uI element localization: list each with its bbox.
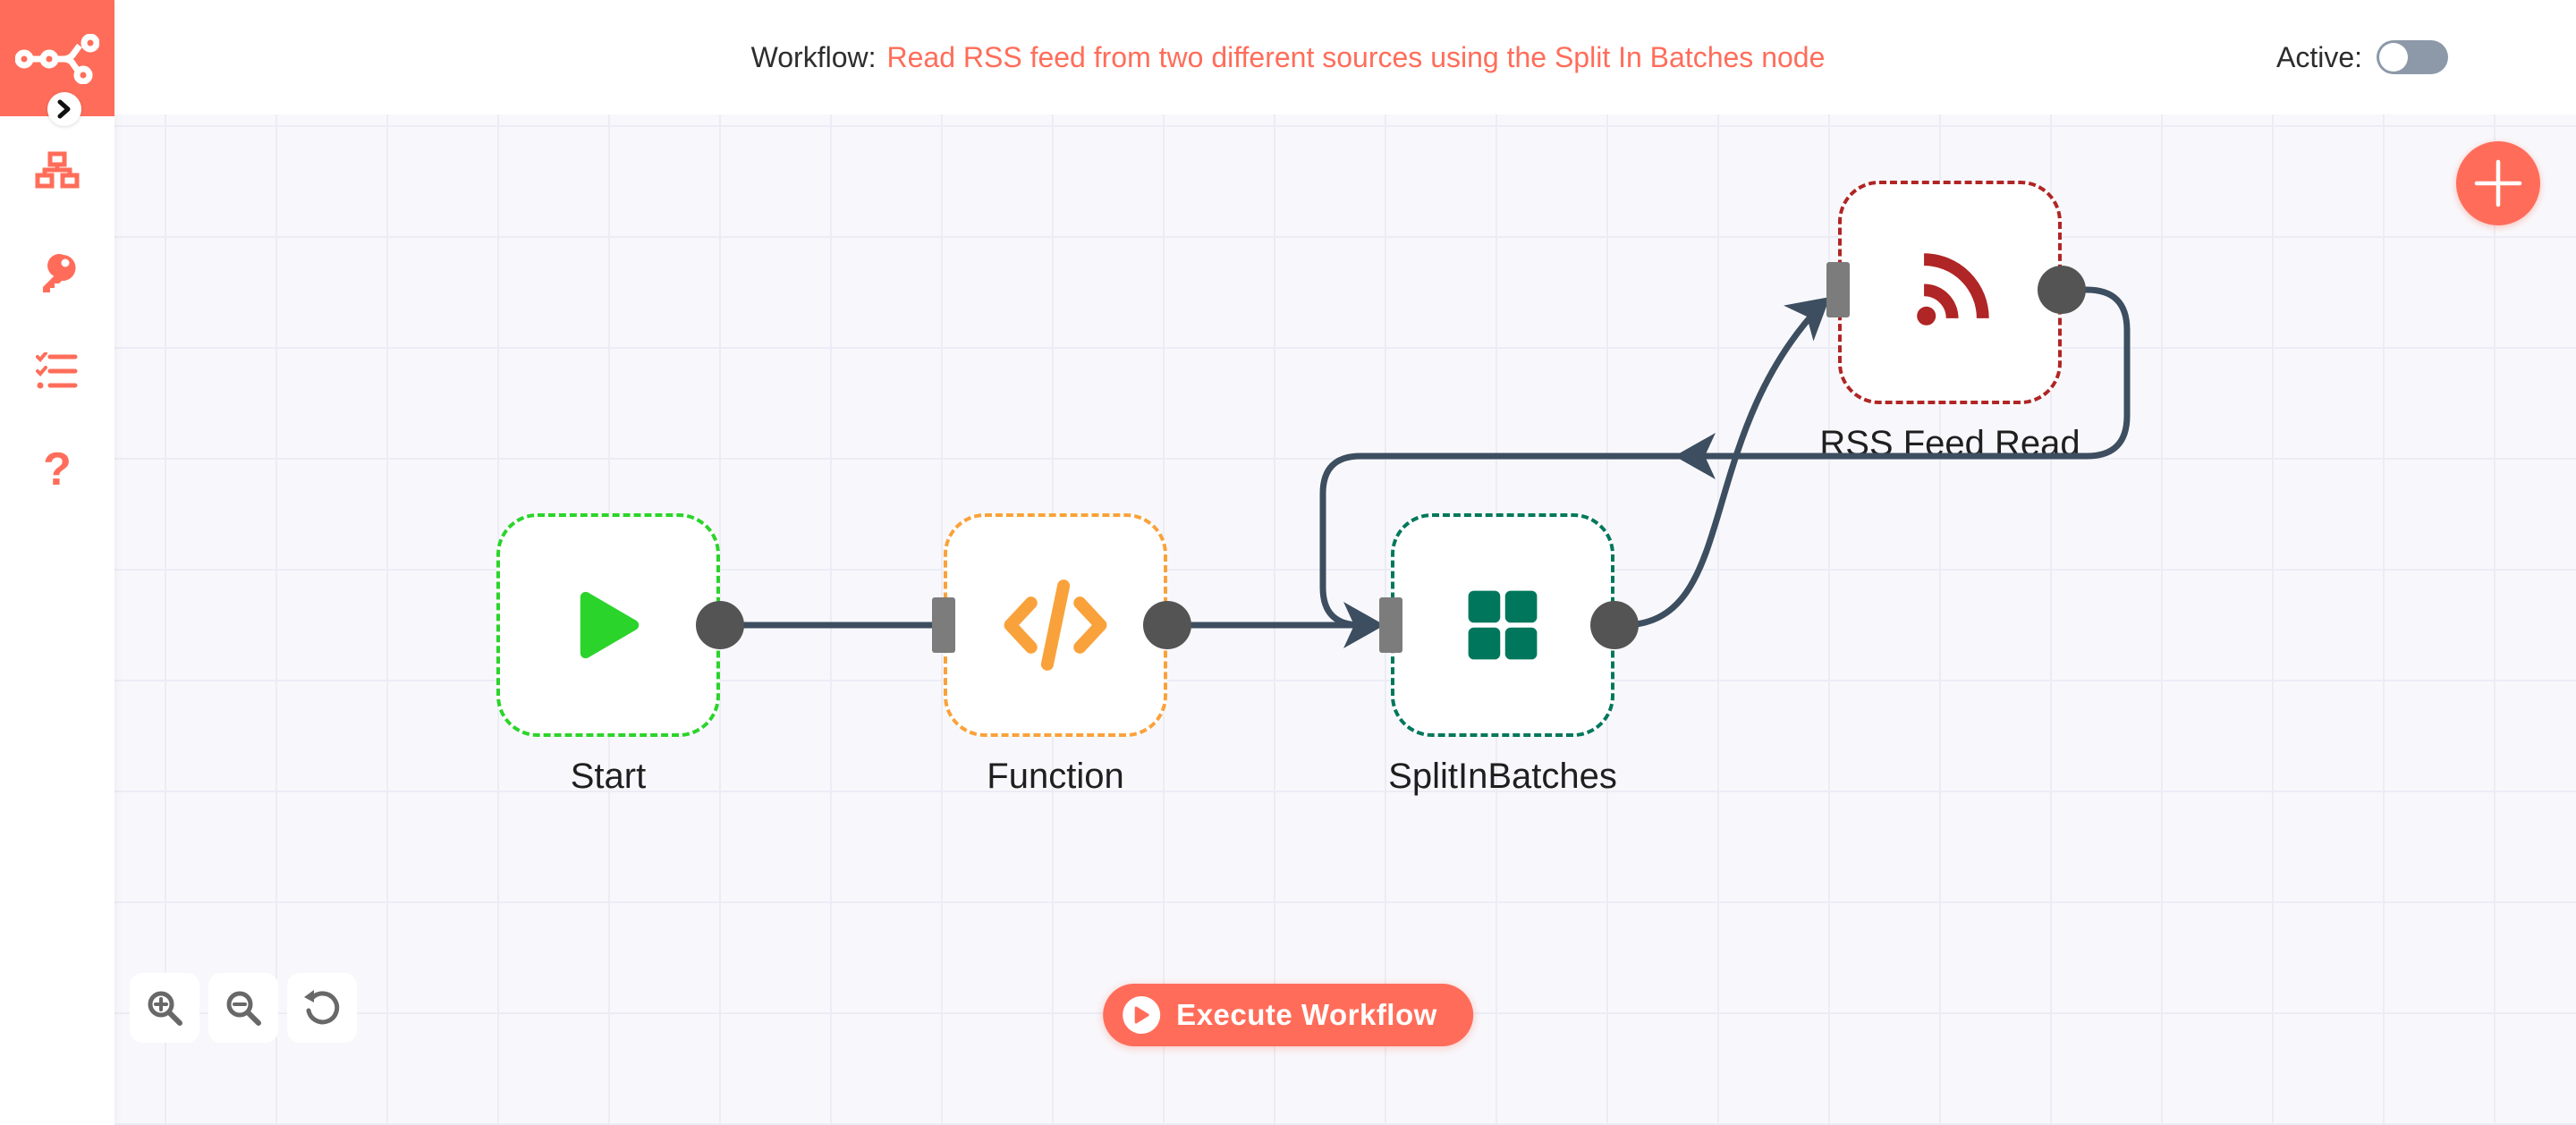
sidebar-menu: ? — [0, 116, 114, 519]
help-icon: ? — [43, 444, 72, 495]
zoom-out-icon — [226, 991, 261, 1026]
active-label: Active: — [2275, 40, 2362, 73]
rss-icon — [1917, 253, 1989, 326]
undo-icon — [304, 990, 340, 1025]
sidebar: ? — [0, 0, 114, 1125]
sidebar-item-workflows[interactable] — [0, 116, 114, 224]
node-start[interactable]: Start — [496, 513, 720, 796]
play-icon — [580, 591, 640, 659]
sidebar-collapse-button[interactable] — [47, 92, 81, 126]
active-toggle[interactable] — [2377, 40, 2448, 74]
code-icon — [1004, 579, 1107, 671]
node-function[interactable]: Function — [944, 513, 1167, 796]
workflow-canvas[interactable] — [114, 114, 2576, 1125]
sidebar-item-credentials[interactable] — [0, 224, 114, 322]
workflow-name[interactable]: Read RSS feed from two different sources… — [886, 40, 1826, 73]
active-toggle-group: Active: — [2276, 0, 2448, 114]
workflows-icon — [35, 151, 80, 189]
header-bar: Workflow: Read RSS feed from two differe… — [0, 0, 2576, 114]
sidebar-item-help[interactable]: ? — [0, 420, 114, 519]
workflow-title-wrap: Workflow: Read RSS feed from two differe… — [0, 0, 2576, 114]
n8n-logo — [15, 34, 99, 84]
zoom-controls — [130, 973, 357, 1043]
execute-play-circle — [1123, 996, 1161, 1034]
zoom-out-button[interactable] — [208, 973, 278, 1043]
execute-play-icon — [1134, 1006, 1149, 1024]
add-node-button[interactable] — [2456, 141, 2540, 225]
node-label: SplitInBatches — [1388, 757, 1617, 796]
grid-icon — [1468, 590, 1538, 660]
node-label: Function — [987, 757, 1124, 796]
sidebar-item-executions[interactable] — [0, 322, 114, 420]
execute-label: Execute Workflow — [1176, 998, 1437, 1031]
node-label: Start — [570, 757, 647, 796]
node-rss-feed-read[interactable]: RSS Feed Read — [1819, 181, 2080, 463]
zoom-reset-button[interactable] — [287, 973, 357, 1043]
chevron-right-icon — [57, 99, 71, 119]
node-splitinbatches[interactable]: SplitInBatches — [1388, 513, 1617, 796]
zoom-in-button[interactable] — [130, 973, 199, 1043]
credentials-icon — [43, 254, 76, 292]
toggle-knob — [2379, 43, 2408, 72]
executions-icon — [36, 352, 78, 389]
workflow-label: Workflow: — [750, 40, 877, 73]
zoom-in-icon — [148, 991, 182, 1026]
node-label: RSS Feed Read — [1819, 424, 2080, 463]
plus-icon — [2474, 159, 2522, 207]
execute-workflow-button[interactable]: Execute Workflow — [1103, 984, 1473, 1046]
